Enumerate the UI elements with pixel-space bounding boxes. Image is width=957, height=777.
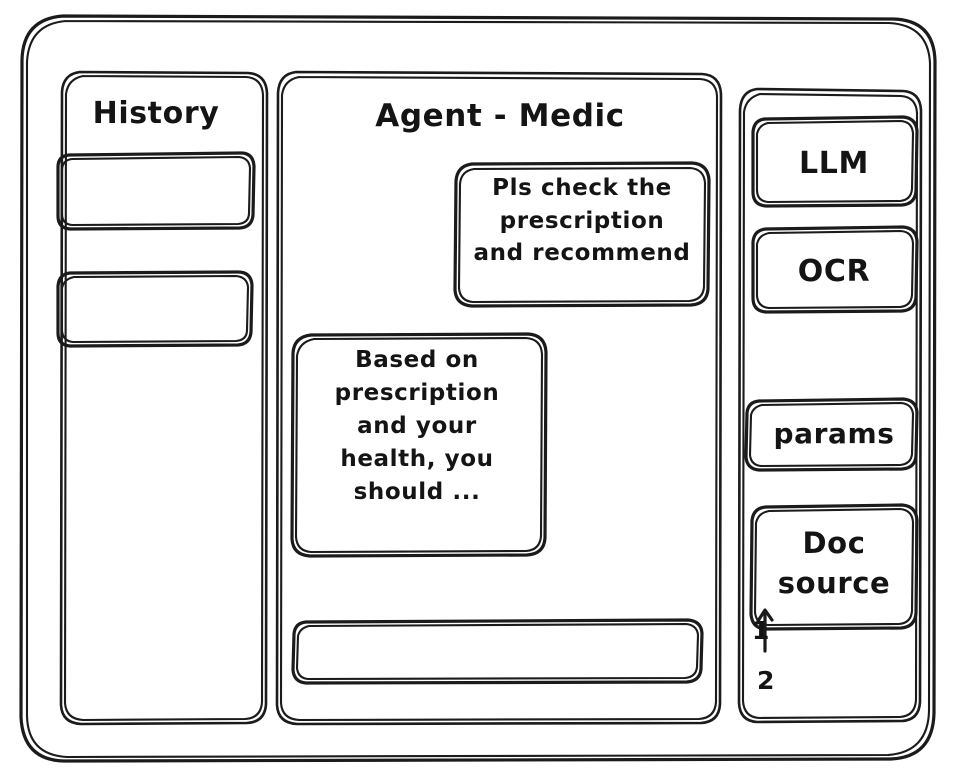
tool-ocr-button[interactable] <box>753 227 917 312</box>
history-entry-1-outline <box>56 151 256 231</box>
tool-doc-source-button[interactable] <box>751 505 917 629</box>
composer-outline <box>291 618 704 685</box>
source-connector <box>756 608 774 653</box>
tool-llm-button[interactable] <box>753 117 917 206</box>
tools-panel-outline <box>737 87 923 724</box>
agent-message-text: Based on prescription and your health, y… <box>334 347 500 506</box>
user-message-text: Pls check the prescription and recommend <box>473 175 691 267</box>
tool-doc-source-label: Doc source <box>777 526 891 601</box>
tool-doc-source-outline <box>749 503 919 631</box>
tool-params-outline <box>744 397 919 472</box>
user-message-bubble <box>455 163 709 306</box>
agent-panel-title: Agent - Medic <box>375 98 625 134</box>
tool-llm-outline <box>751 115 919 208</box>
agent-message-bubble <box>292 334 546 556</box>
history-panel <box>61 72 267 724</box>
tool-params-label: params <box>773 417 895 450</box>
history-panel-title: History <box>92 96 220 131</box>
tool-params-button[interactable] <box>746 399 917 470</box>
agent-panel-outline <box>275 70 723 726</box>
agent-message-outline <box>290 332 548 558</box>
window-frame <box>19 14 937 763</box>
tool-ocr-outline <box>751 225 919 314</box>
tool-ocr-label: OCR <box>797 254 871 289</box>
doc-source-item-1[interactable]: 1 <box>752 616 770 645</box>
doc-source-item-2[interactable]: 2 <box>757 666 775 695</box>
user-message-outline <box>453 161 711 308</box>
composer-input[interactable] <box>293 620 702 683</box>
history-entry-2-outline <box>56 270 254 348</box>
history-panel-outline <box>59 70 269 726</box>
tool-llm-label: LLM <box>799 146 869 181</box>
